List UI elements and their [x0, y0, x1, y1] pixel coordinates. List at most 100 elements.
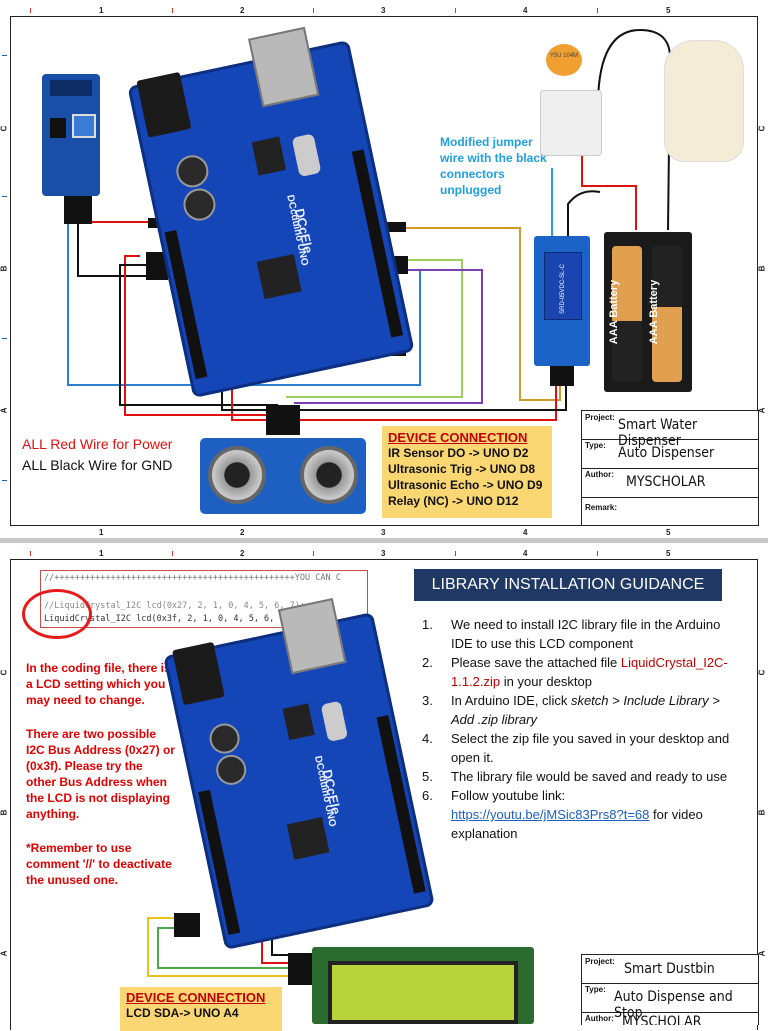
youtube-link[interactable]: https://youtu.be/jMSic83Prs8?t=68: [451, 807, 650, 822]
ultrasonic-transducer-left: [208, 446, 266, 504]
header-connector-left-2: [146, 252, 168, 280]
wiring-diagram-2: [147, 913, 314, 985]
terminal-block-icon: [540, 90, 602, 156]
wire-ultra-echo: [294, 269, 483, 404]
comment-reminder-note: *Remember to use comment '//' to deactiv…: [26, 841, 172, 887]
ruler-top-2: 2: [240, 6, 245, 15]
battery-label: AAA Battery: [648, 279, 661, 345]
step-5: 5.The library file would be saved and re…: [422, 769, 728, 784]
lcd-connector-module: [288, 953, 314, 985]
library-file-name: LiquidCrystal_I2C-1.1.2.zip: [451, 655, 728, 689]
wire-pump-red: [581, 145, 637, 230]
code-line: //LiquidCrystal_I2C lcd(0x27, 2, 1, 0, 4…: [44, 601, 321, 611]
step-4: 4.Select the zip file you saved in your …: [422, 731, 730, 765]
title-block-type-row: Type: Auto Dispense and Stop: [582, 983, 758, 1021]
side-tick: [2, 55, 7, 56]
device-connection-line: Relay (NC) -> UNO D12: [388, 494, 519, 508]
step-2: 2.Please save the attached file LiquidCr…: [422, 655, 728, 689]
wire-relay-vcc: [231, 370, 557, 421]
ceramic-capacitor-icon: Y5U 104M: [546, 44, 582, 76]
device-connection-line: LCD SDA-> UNO A4: [126, 1006, 239, 1020]
side-tick: [2, 338, 7, 339]
device-connection-title: DEVICE CONNECTION: [126, 990, 266, 1005]
code-line: //++++++++++++++++++++++++++++++++++++++…: [44, 573, 341, 583]
i2c-address-note: There are two possible I2C Bus Address (…: [26, 727, 175, 821]
author-key: Author:: [585, 470, 614, 479]
battery-icon: AAA Battery: [608, 246, 642, 382]
ruler-tick: [313, 8, 314, 13]
step-6: 6.Follow youtube link: https://youtu.be/…: [422, 788, 703, 841]
title-block-type-row: Type: Auto Dispenser: [582, 439, 758, 469]
title-block-project-row: Project: Smart Dustbin: [582, 955, 758, 984]
ruler-tick: [30, 551, 31, 556]
ruler-top-1: 1: [99, 549, 104, 558]
capacitor-icon: [180, 185, 219, 224]
title-block: Project: Smart Water Dispenser Type: Aut…: [581, 410, 759, 526]
device-connection-title: DEVICE CONNECTION: [388, 430, 528, 445]
wire-pump-black: [597, 28, 672, 231]
wire-relay-in: [390, 227, 561, 401]
author-key: Author:: [585, 1014, 614, 1023]
project-key: Project:: [585, 413, 615, 422]
ruler-top-3: 3: [381, 6, 386, 15]
ruler-bottom-4: 4: [523, 528, 528, 537]
project-key: Project:: [585, 957, 615, 966]
usb-chip-icon: [251, 136, 287, 176]
ruler-bottom-3: 3: [381, 528, 386, 537]
ruler-top-1: 1: [99, 6, 104, 15]
author-value: MYSCHOLAR: [622, 1014, 702, 1025]
ruler-tick: [597, 8, 598, 13]
schematic-sheet-2: 1 2 3 4 5 C B A C B A //++++++++++++++++…: [0, 543, 768, 1031]
project-value: Smart Water Dispenser: [618, 417, 698, 449]
ruler-bottom-2: 2: [240, 528, 245, 537]
wiring-diagram-1: [64, 28, 672, 435]
power-jack-icon: [136, 71, 192, 138]
code-line: LiquidCrystal_I2C lcd(0x3f, 2, 1, 0, 4, …: [44, 614, 321, 624]
gnd-note: ALL Black Wire for GND: [22, 457, 173, 473]
ultrasonic-sensor: [200, 438, 366, 514]
battery-label: AAA Battery: [608, 279, 621, 345]
capacitor-icon: [206, 720, 243, 757]
ruler-tick: [455, 8, 456, 13]
wire-ir-gnd: [77, 222, 150, 277]
library-guidance-title: LIBRARY INSTALLATION GUIDANCE: [414, 569, 722, 601]
title-block: Project: Smart Dustbin Type: Auto Dispen…: [581, 954, 759, 1025]
capacitor-icon: [213, 752, 249, 788]
ruler-top-4: 4: [523, 6, 528, 15]
ir-sensor-connector: [64, 196, 92, 224]
ruler-bottom-5: 5: [666, 528, 671, 537]
type-key: Type:: [585, 985, 606, 994]
sheet-2-frame: [10, 559, 758, 1030]
title-block-remark-row: Remark:: [582, 497, 758, 524]
ir-sensor-chip: [50, 118, 66, 138]
side-tick: [2, 196, 7, 197]
crystal-icon: [320, 700, 349, 743]
power-note: ALL Red Wire for Power: [22, 436, 173, 452]
microcontroller-chip-icon: [256, 254, 302, 300]
battery-icon: AAA Battery: [648, 246, 682, 382]
project-value: Smart Dustbin: [624, 961, 715, 977]
lcd-connector-board: [174, 913, 200, 937]
ruler-top-3: 3: [381, 549, 386, 558]
water-pump-icon: [664, 40, 744, 162]
remark-key: Remark:: [585, 503, 618, 512]
ir-sensor-module: [42, 74, 100, 196]
ruler-bottom-1: 1: [99, 528, 104, 537]
ruler-top-2: 2: [240, 549, 245, 558]
step-3: 3.In Arduino IDE, click sketch > Include…: [422, 693, 720, 727]
ruler-tick: [597, 551, 598, 556]
type-value: Auto Dispense and Stop: [614, 989, 733, 1021]
device-connection-line: IR Sensor DO -> UNO D2: [388, 446, 529, 460]
relay-body: [544, 252, 582, 320]
jumper-note: Modified jumper wire with the black conn…: [440, 135, 547, 197]
crystal-icon: [291, 133, 322, 178]
device-connection-line: Ultrasonic Echo -> UNO D9: [388, 478, 543, 492]
lcd-module: [312, 947, 534, 1024]
schematic-sheet-1: 1 2 3 4 5 C B A C B A: [0, 6, 767, 537]
ruler-top-5: 5: [666, 6, 671, 15]
capacitor-text: Y5U 104M: [549, 53, 579, 59]
step-1: 1.We need to install I2C library file in…: [422, 617, 721, 651]
ultrasonic-transducer-right: [300, 446, 358, 504]
title-block-project-row: Project: Smart Water Dispenser: [582, 411, 758, 449]
highlight-circle: [22, 589, 92, 639]
